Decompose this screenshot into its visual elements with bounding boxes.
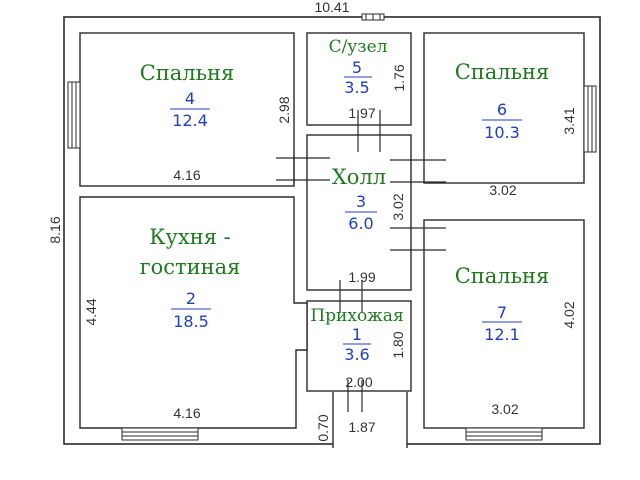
overall-height: 8.16 <box>47 216 63 243</box>
door-bedroom-ne <box>390 159 446 183</box>
entry-number: 1 <box>352 325 362 344</box>
hall-name: Холл <box>332 165 386 189</box>
entry-area: 3.6 <box>344 345 369 364</box>
kitchen-number: 2 <box>186 289 196 308</box>
hall-area: 6.0 <box>348 214 373 233</box>
bathroom-name: С/узел <box>329 37 388 57</box>
bedroom-ne-number: 6 <box>497 100 507 119</box>
bathroom-dim-right: 1.76 <box>391 64 407 91</box>
room-bedroom-se <box>423 219 585 429</box>
bedroom-ne-area: 10.3 <box>484 123 520 142</box>
kitchen-area: 18.5 <box>173 312 209 331</box>
hall-number: 3 <box>356 192 366 211</box>
bedroom-se-name: Спальня <box>455 264 550 288</box>
room-bathroom <box>306 32 412 126</box>
bedroom-se-number: 7 <box>497 303 507 322</box>
porch-opening <box>333 392 407 448</box>
room-entry <box>306 300 412 392</box>
door-front <box>347 380 363 412</box>
bedroom-se-area: 12.1 <box>484 325 520 344</box>
kitchen-dim-left: 4.44 <box>83 298 99 325</box>
kitchen-name-line2: гостиная <box>140 255 241 279</box>
window-top <box>361 13 385 21</box>
bedroom-ne-name: Спальня <box>455 60 550 84</box>
window-bottom-right <box>465 427 543 441</box>
bathroom-number: 5 <box>352 58 362 77</box>
bedroom-ne-dim-right: 3.41 <box>561 107 577 134</box>
bedroom-ne-dim-bottom: 3.02 <box>489 182 516 198</box>
bedroom-se-dim-bottom: 3.02 <box>491 401 518 417</box>
kitchen-dim-bottom: 4.16 <box>173 405 200 421</box>
window-left <box>67 81 81 149</box>
room-bedroom-ne <box>423 32 585 184</box>
bathroom-area: 3.5 <box>344 78 369 97</box>
kitchen-name-line1: Кухня - <box>149 225 230 249</box>
hall-dim-bottom: 1.99 <box>348 269 375 285</box>
door-bedroom-nw <box>276 155 330 183</box>
overall-width: 10.41 <box>314 0 349 15</box>
hall-dim-right: 3.02 <box>390 193 406 220</box>
door-bathroom <box>357 110 381 152</box>
bedroom-se-dim-right: 4.02 <box>561 301 577 328</box>
entry-dim-right: 1.80 <box>390 331 406 358</box>
bathroom-dim-bottom: 1.97 <box>348 105 375 121</box>
porch-width: 1.87 <box>348 419 375 435</box>
bedroom-nw-dim-bottom: 4.16 <box>173 167 200 183</box>
bedroom-nw-dim-right: 2.98 <box>276 96 292 123</box>
window-right <box>583 85 597 153</box>
bedroom-nw-number: 4 <box>185 89 195 108</box>
porch-depth: 0.70 <box>315 414 331 441</box>
door-hall-entry <box>339 280 363 312</box>
bedroom-nw-name: Спальня <box>140 61 235 85</box>
entry-name: Прихожая <box>310 306 403 326</box>
door-bedroom-se <box>390 227 446 251</box>
bedroom-nw-area: 12.4 <box>172 111 208 130</box>
window-bottom-left <box>121 427 199 441</box>
entry-dim-bottom: 2.00 <box>345 374 372 390</box>
